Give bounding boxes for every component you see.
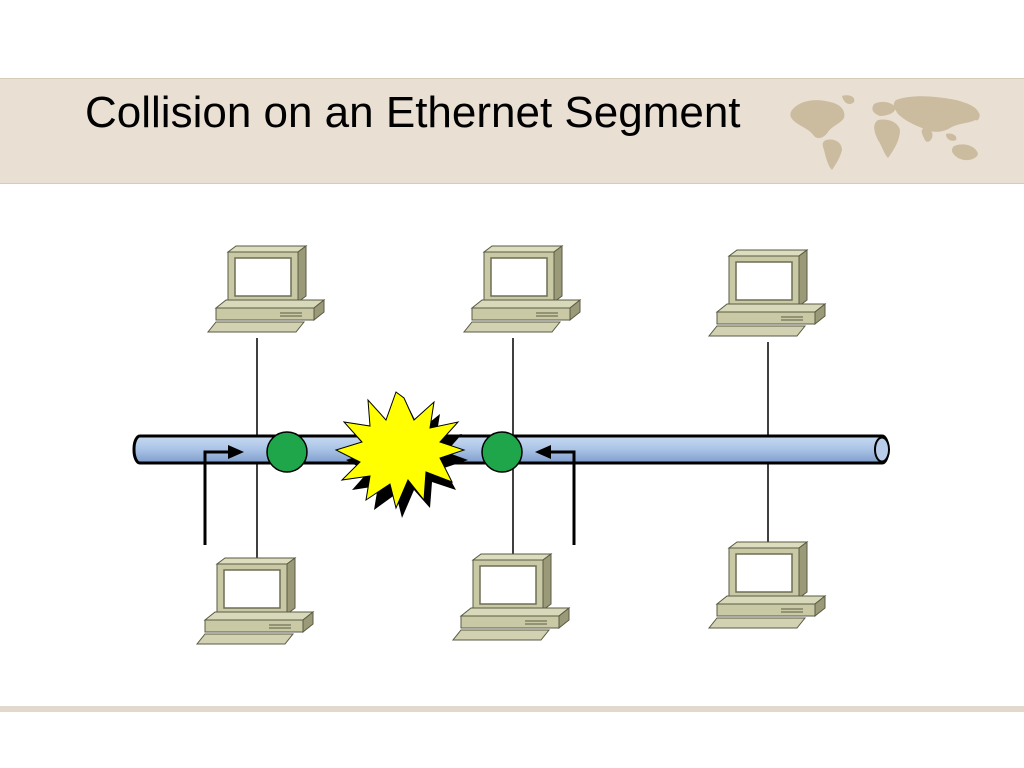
desktop-computer-icon <box>452 553 570 641</box>
bottom-divider <box>0 706 1024 712</box>
desktop-computer-icon <box>196 557 314 645</box>
collision-burst-icon <box>334 391 468 518</box>
world-map-icon <box>790 95 980 170</box>
transceiver-node-icon <box>266 431 308 473</box>
transceiver-node-icon <box>481 431 523 473</box>
desktop-computer-icon <box>207 245 325 333</box>
title-band <box>0 78 1024 184</box>
signal-arrow-icon <box>535 445 576 545</box>
desktop-computer-icon <box>463 245 581 333</box>
signal-arrow-icon <box>203 445 244 545</box>
desktop-computer-icon <box>708 249 826 337</box>
slide-title: Collision on an Ethernet Segment <box>85 88 741 137</box>
desktop-computer-icon <box>708 541 826 629</box>
